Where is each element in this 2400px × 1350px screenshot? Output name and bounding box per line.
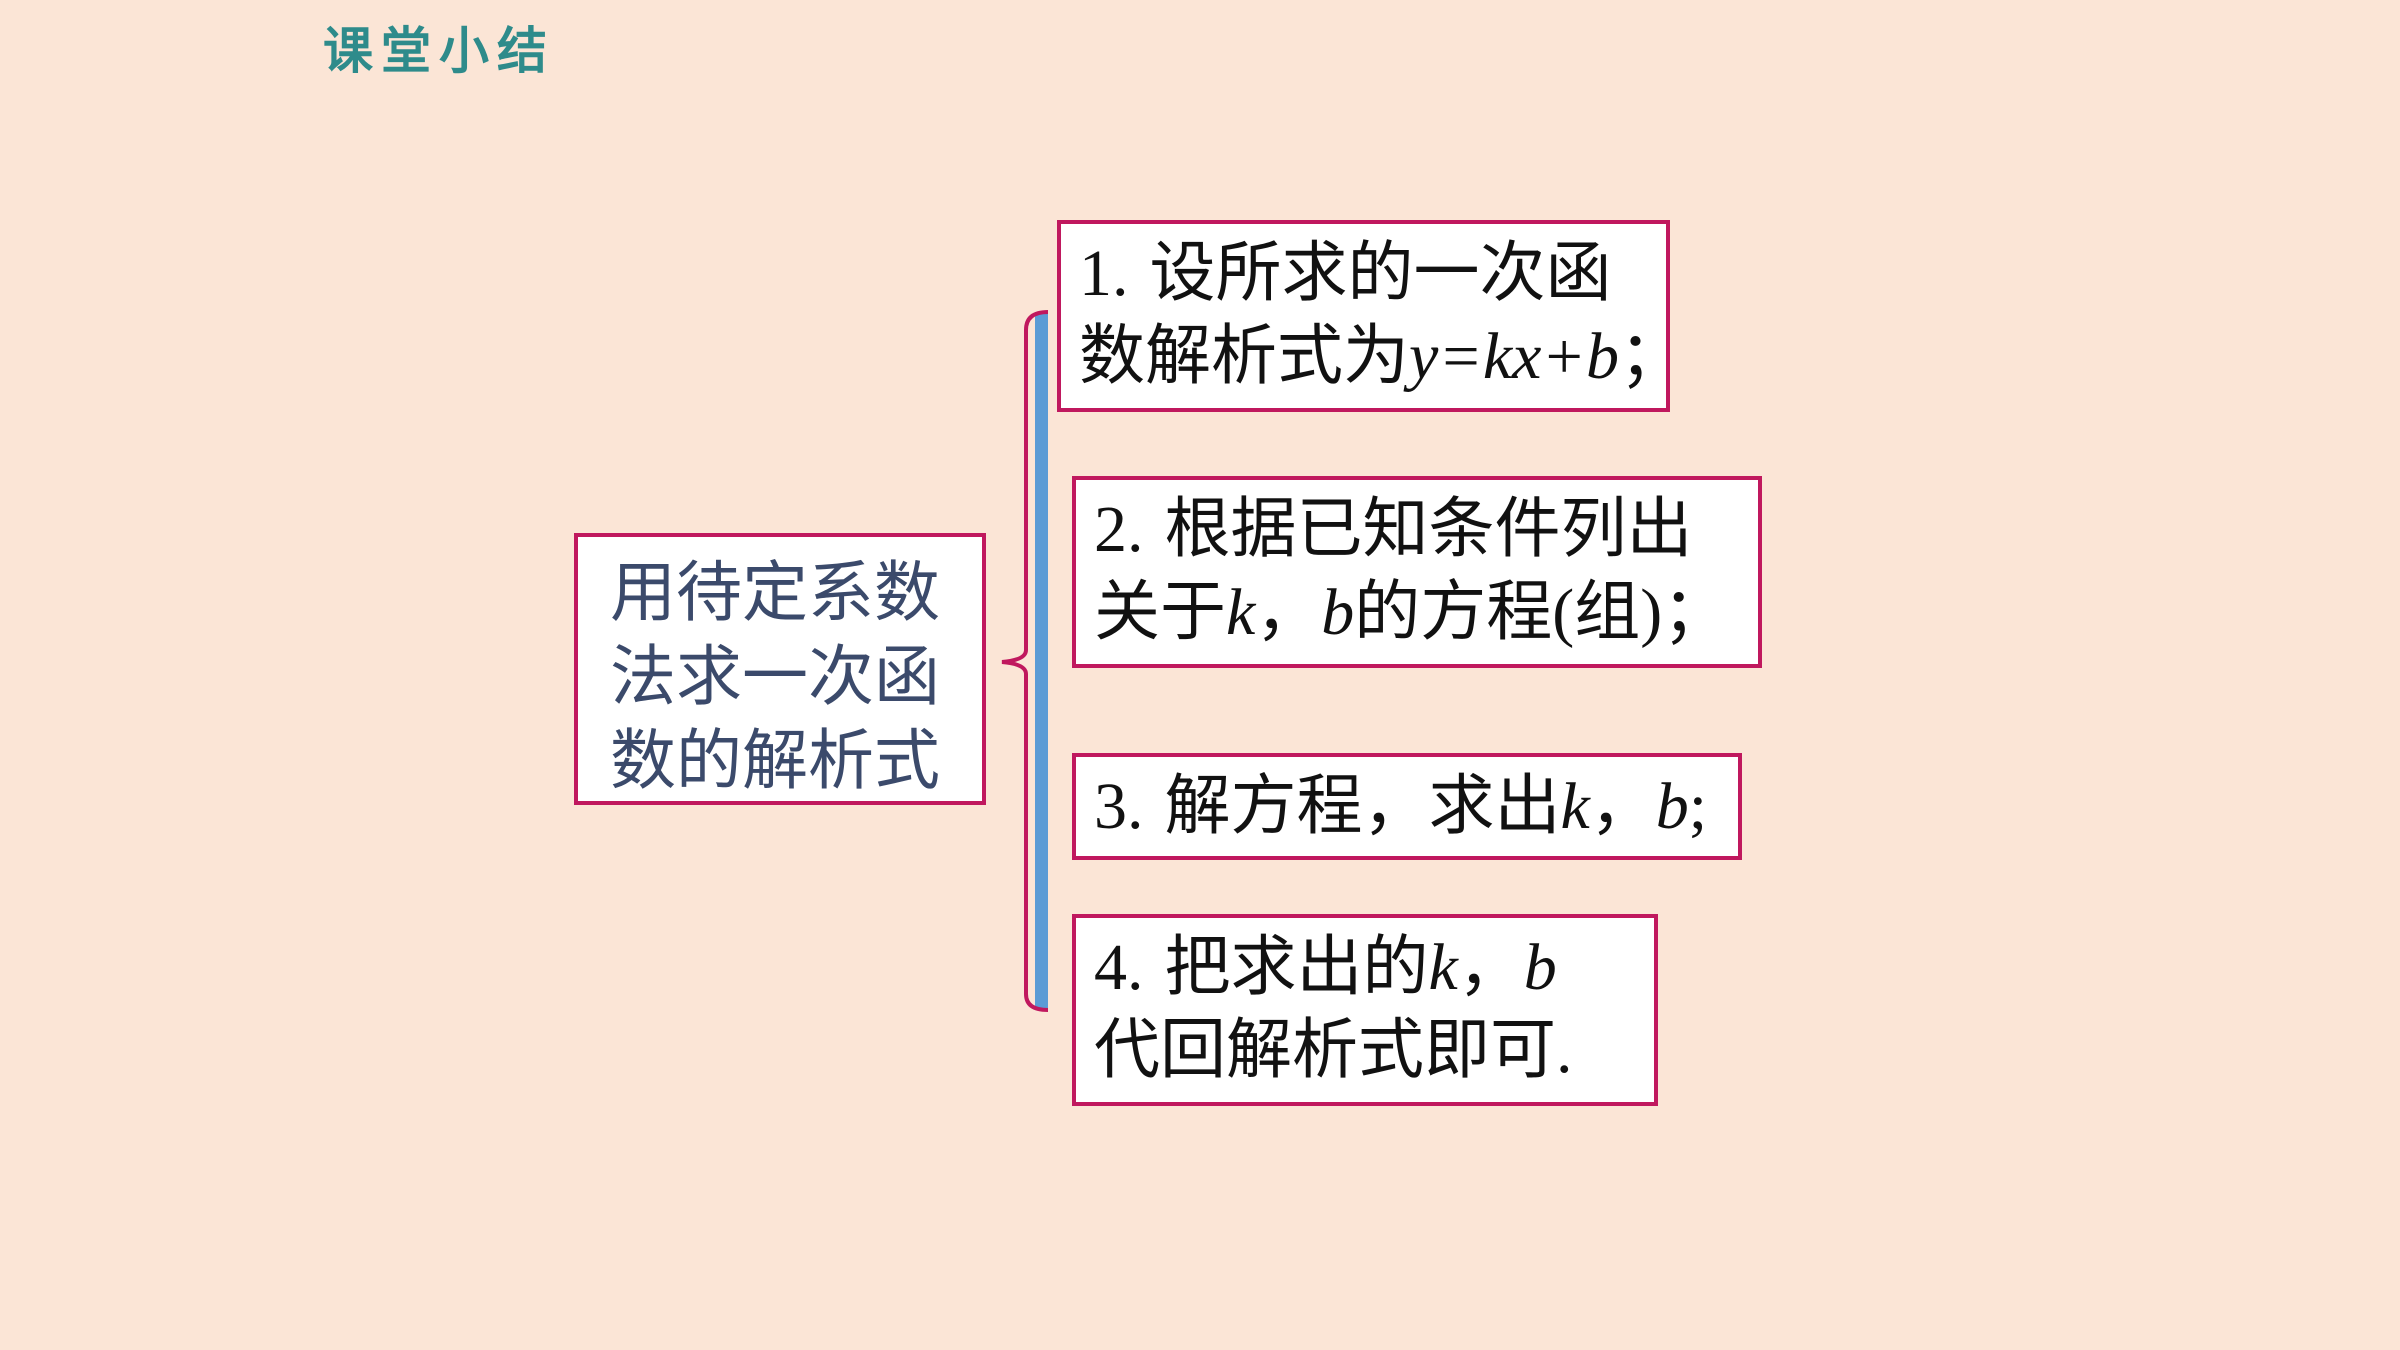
step-3-comma: ， xyxy=(1589,767,1656,844)
step-1-line-1: 1. 设所求的一次函 xyxy=(1079,232,1666,315)
topic-line-1: 用待定系数 xyxy=(610,554,940,631)
step-4-number: 4. xyxy=(1094,931,1144,1004)
step-4-box: 4. 把求出的k，b 代回解析式即可. xyxy=(1072,914,1658,1106)
step-1-formula: y=kx+b xyxy=(1409,320,1619,393)
step-2-paren: (组) xyxy=(1552,576,1663,649)
step-2-comma: ， xyxy=(1255,573,1322,650)
brace-outline xyxy=(1001,310,1049,1012)
step-3-k: k xyxy=(1560,770,1590,843)
step-1-end: ； xyxy=(1618,317,1685,394)
step-3-line-1: 3. 解方程，求出k，b; xyxy=(1094,765,1738,848)
step-4-comma: ， xyxy=(1457,928,1524,1005)
topic-line-3: 数的解析式 xyxy=(610,722,940,799)
curly-brace xyxy=(1001,310,1049,1012)
topic-line-2: 法求一次函 xyxy=(610,638,940,715)
step-2-k: k xyxy=(1226,576,1256,649)
step-2-text: 根据已知条件列出 xyxy=(1164,490,1693,567)
step-4-b: b xyxy=(1523,931,1557,1004)
step-3-text: 解方程，求出 xyxy=(1164,767,1561,844)
step-1-line-2: 数解析式为y=kx+b； xyxy=(1079,315,1685,398)
step-2-b: b xyxy=(1321,576,1355,649)
step-4-end: . xyxy=(1556,1014,1573,1087)
step-4-line-1: 4. 把求出的k，b xyxy=(1094,926,1654,1009)
step-3-end: ; xyxy=(1688,770,1708,843)
step-2-number: 2. xyxy=(1094,493,1144,566)
step-2-line-2: 关于k，b的方程(组)； xyxy=(1094,571,1758,654)
step-2-end: ； xyxy=(1662,573,1729,650)
section-title: 课堂小结 xyxy=(323,22,555,80)
step-2-box: 2. 根据已知条件列出 关于k，b的方程(组)； xyxy=(1072,476,1762,668)
topic-box: 用待定系数 法求一次函 数的解析式 xyxy=(574,533,986,805)
brace-bar xyxy=(1035,312,1048,1008)
step-3-box: 3. 解方程，求出k，b; xyxy=(1072,753,1742,860)
step-2-pre: 关于 xyxy=(1094,573,1226,650)
step-2-post: 的方程 xyxy=(1354,573,1553,650)
step-1-text-2: 数解析式为 xyxy=(1079,317,1409,394)
step-4-text: 把求出的 xyxy=(1164,928,1429,1005)
step-4-text-2: 代回解析式即可 xyxy=(1094,1011,1556,1088)
step-1-number: 1. xyxy=(1079,237,1129,310)
step-3-number: 3. xyxy=(1094,770,1144,843)
step-4-line-2: 代回解析式即可. xyxy=(1094,1009,1654,1092)
step-2-line-1: 2. 根据已知条件列出 xyxy=(1094,488,1758,571)
step-3-b: b xyxy=(1655,770,1689,843)
step-4-k: k xyxy=(1428,931,1458,1004)
step-1-text: 设所求的一次函 xyxy=(1149,234,1612,311)
step-1-box: 1. 设所求的一次函 数解析式为y=kx+b； xyxy=(1057,220,1685,412)
